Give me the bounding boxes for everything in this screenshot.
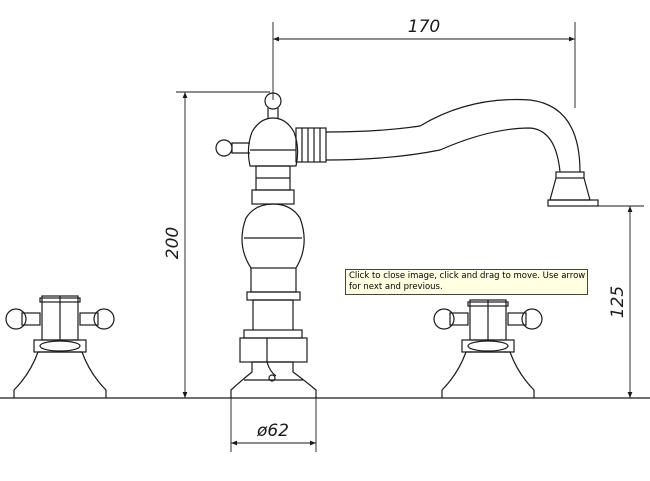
- spout: [295, 98, 599, 207]
- left-cross-handle: [5, 295, 115, 398]
- dim-125-label: 125: [608, 286, 628, 318]
- mixer-body: [215, 92, 317, 398]
- dim-200-label: 200: [163, 227, 183, 259]
- image-viewer-tooltip[interactable]: Click to close image, click and drag to …: [345, 269, 588, 295]
- right-cross-handle: [433, 299, 543, 398]
- tooltip-line-1: Click to close image, click and drag to …: [349, 271, 588, 281]
- dim-170-label: 170: [408, 17, 440, 37]
- dim-62-label: ø62: [256, 421, 289, 441]
- tooltip-line-2: for next and previous.: [349, 282, 443, 292]
